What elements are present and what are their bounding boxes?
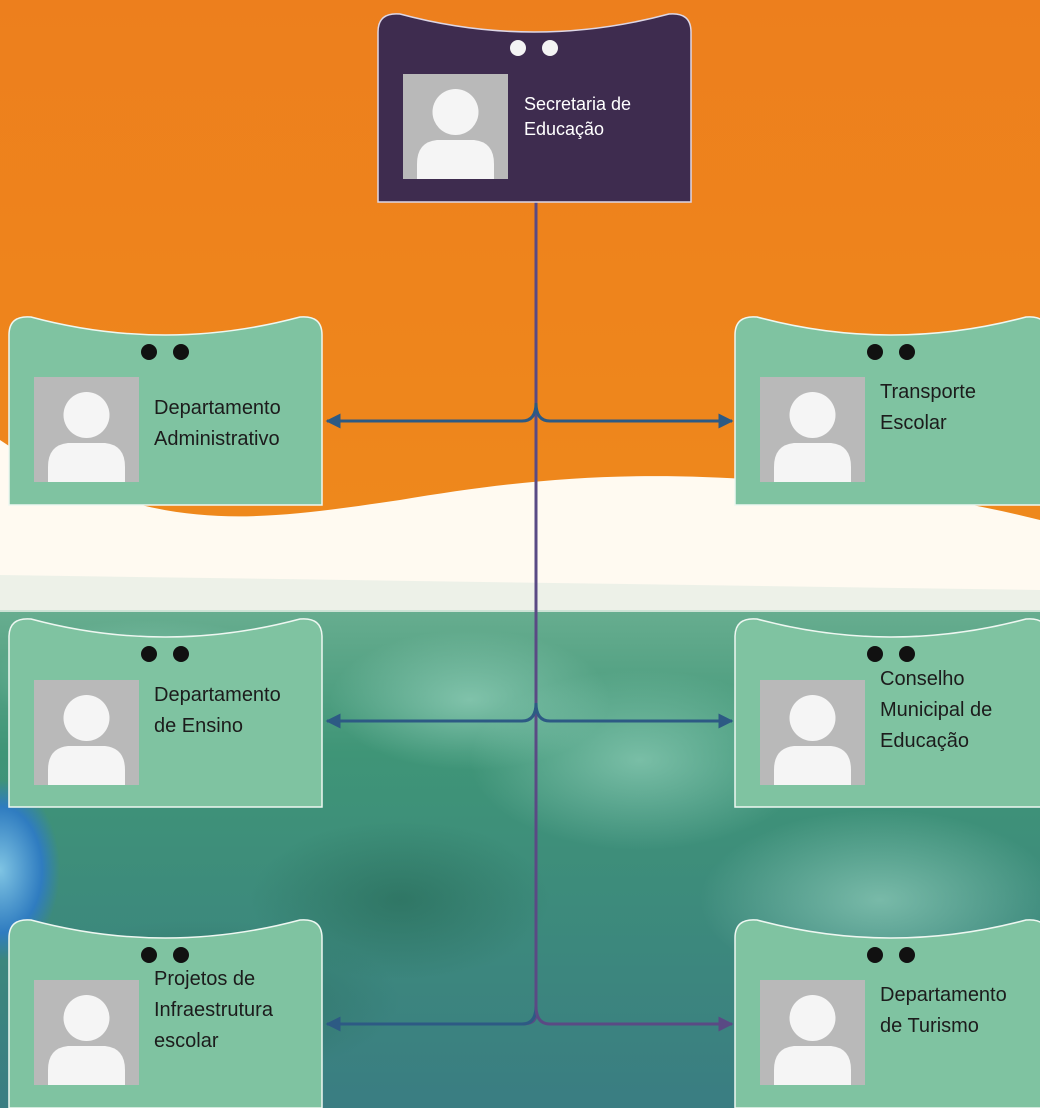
label-line: Departamento (154, 397, 281, 419)
header-dot-right-icon (173, 947, 189, 963)
avatar-icon (34, 680, 139, 785)
header-dot-left-icon (141, 344, 157, 360)
header-dot-right-icon (173, 344, 189, 360)
card-departamento-de-ensino[interactable]: Departamento de Ensino (8, 617, 323, 808)
root-card-secretaria[interactable]: Secretaria de Educação (377, 12, 692, 203)
card-conselho-municipal-de-educacao[interactable]: Conselho Municipal de Educação (734, 617, 1040, 808)
avatar-icon (403, 74, 508, 179)
label-line: Departamento (880, 984, 1007, 1006)
avatar-icon (34, 377, 139, 482)
card-transporte-escolar[interactable]: Transporte Escolar (734, 315, 1040, 506)
label-line: Escolar (880, 412, 947, 434)
connector-trunk (521, 202, 538, 1026)
label-line: de Ensino (154, 715, 243, 737)
card-departamento-de-turismo[interactable]: Departamento de Turismo (734, 918, 1040, 1108)
label-line: Secretaria de (524, 94, 632, 114)
label-line: de Turismo (880, 1015, 979, 1037)
connector-arrow-infraestrutura (325, 1005, 538, 1032)
card-departamento-administrativo[interactable]: Departamento Administrativo (8, 315, 323, 506)
header-dot-left-icon (867, 344, 883, 360)
connector-arrow-ensino (325, 702, 538, 729)
header-dot-right-icon (899, 344, 915, 360)
card-label: Departamento de Turismo (880, 980, 1007, 1042)
avatar-icon (760, 980, 865, 1085)
header-dot-right-icon (899, 947, 915, 963)
label-line: Educação (880, 730, 969, 752)
avatar-icon (760, 377, 865, 482)
card-label: Secretaria de Educação (524, 92, 631, 142)
label-line: Conselho (880, 668, 965, 690)
card-label: Departamento de Ensino (154, 680, 281, 742)
header-dot-left-icon (867, 947, 883, 963)
header-dot-left-icon (141, 947, 157, 963)
label-line: Municipal de (880, 699, 993, 721)
label-line: escolar (154, 1030, 219, 1052)
connector-arrow-administrativo (325, 402, 538, 429)
connector-arrow-transporte (534, 402, 734, 429)
label-line: Infraestrutura (154, 999, 273, 1021)
avatar-icon (34, 980, 139, 1085)
label-line: Departamento (154, 684, 281, 706)
header-dot-right-icon (542, 40, 558, 56)
label-line: Transporte (880, 381, 976, 403)
header-dot-right-icon (173, 646, 189, 662)
label-line: Projetos de (154, 968, 256, 990)
label-line: Educação (524, 119, 605, 139)
label-line: Administrativo (154, 428, 280, 450)
header-dot-left-icon (141, 646, 157, 662)
card-label: Projetos de Infraestrutura escolar (154, 964, 273, 1057)
header-dot-left-icon (867, 646, 883, 662)
card-label: Conselho Municipal de Educação (880, 664, 992, 757)
card-label: Transporte Escolar (880, 377, 976, 439)
header-dot-right-icon (899, 646, 915, 662)
card-projetos-de-infraestrutura-escolar[interactable]: Projetos de Infraestrutura escolar (8, 918, 323, 1108)
header-dot-left-icon (510, 40, 526, 56)
connector-arrow-turismo (534, 1005, 734, 1032)
avatar-icon (760, 680, 865, 785)
card-label: Departamento Administrativo (154, 393, 281, 455)
connector-arrow-conselho (534, 702, 734, 729)
